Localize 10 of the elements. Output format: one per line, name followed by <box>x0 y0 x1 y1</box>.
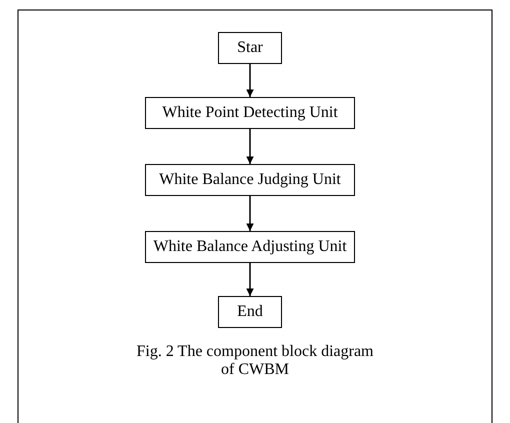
process-box: White Balance Adjusting Unit <box>145 231 355 263</box>
arrow <box>246 129 254 164</box>
process-box: White Point Detecting Unit <box>145 97 355 129</box>
arrow <box>246 196 254 231</box>
process-box: White Balance Judging Unit <box>145 164 355 196</box>
process-box: Star <box>218 32 282 64</box>
arrow <box>246 263 254 296</box>
figure-caption: Fig. 2 The component block diagram of CWBM <box>136 343 374 379</box>
process-box: End <box>218 296 282 328</box>
arrow <box>246 64 254 97</box>
